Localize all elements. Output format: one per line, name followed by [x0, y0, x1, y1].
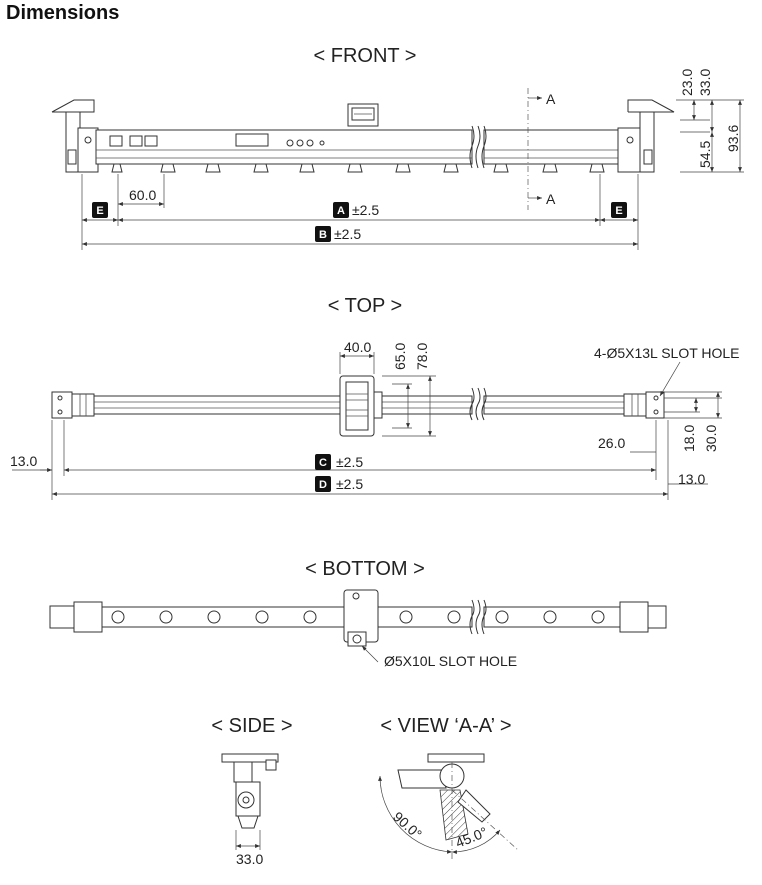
- svg-text:A: A: [337, 205, 345, 217]
- dim-33: 33.0: [697, 69, 713, 96]
- dim-54-5: 54.5: [697, 141, 713, 168]
- dim-40: 40.0: [344, 339, 371, 355]
- bottom-center-mount: [343, 589, 379, 647]
- front-view: < FRONT >: [51, 45, 744, 250]
- side-view-title: < SIDE >: [211, 715, 292, 737]
- dim-30: 30.0: [703, 425, 719, 452]
- tag-d: D: [315, 476, 331, 492]
- angle-90: 90.0°: [390, 808, 425, 842]
- svg-text:B: B: [319, 229, 327, 241]
- top-right-end: [623, 391, 665, 419]
- dim-13-left: 13.0: [10, 453, 37, 469]
- dim-65: 65.0: [392, 343, 408, 370]
- dim-18: 18.0: [681, 425, 697, 452]
- bottom-slot-note: Ø5X10L SLOT HOLE: [384, 653, 517, 669]
- front-bar-body: [95, 125, 619, 169]
- tag-c: C: [315, 454, 331, 470]
- front-horizontal-dims: 60.0 E E A ±2.5 B ±2.5: [81, 174, 639, 250]
- svg-text:D: D: [319, 479, 327, 491]
- front-center-mount: [347, 103, 379, 127]
- bottom-view: < BOTTOM > Ø5X10L SLOT H: [49, 558, 667, 669]
- dim-93-6: 93.6: [725, 125, 741, 152]
- top-view-title: < TOP >: [328, 295, 403, 317]
- section-view: < VIEW ‘A-A’ > 90.0° 45.0°: [378, 715, 519, 860]
- section-mark-bottom: A: [546, 191, 556, 207]
- top-left-end: [51, 391, 95, 419]
- front-vertical-dims: 23.0 33.0 54.5 93.6: [676, 69, 744, 173]
- top-right-dims: 18.0 30.0: [664, 391, 722, 452]
- bottom-emitters: [111, 610, 605, 624]
- tolerance-d: ±2.5: [336, 476, 363, 492]
- dim-13-right: 13.0: [678, 471, 705, 487]
- front-view-title: < FRONT >: [314, 45, 417, 67]
- top-center-dims: 40.0 65.0 78.0: [339, 339, 436, 437]
- front-right-bracket: [617, 99, 675, 173]
- side-width-dim: 33.0: [236, 851, 263, 867]
- page-title: Dimensions: [6, 2, 120, 24]
- tolerance-b: ±2.5: [334, 226, 361, 242]
- dim-26: 26.0: [598, 435, 625, 451]
- top-view: < TOP >: [10, 295, 740, 500]
- top-center-mount: [339, 375, 383, 437]
- section-view-title: < VIEW ‘A-A’ >: [380, 715, 511, 737]
- dim-23: 23.0: [679, 69, 695, 96]
- svg-text:C: C: [319, 457, 327, 469]
- svg-text:E: E: [96, 205, 103, 217]
- front-left-bracket: [51, 99, 99, 173]
- dim-78: 78.0: [414, 343, 430, 370]
- front-emitters: [111, 163, 605, 173]
- section-mark-top: A: [546, 91, 556, 107]
- tolerance-c: ±2.5: [336, 454, 363, 470]
- side-view: < SIDE > 33.0: [211, 715, 292, 867]
- tag-a: A: [333, 202, 349, 218]
- tolerance-a: ±2.5: [352, 202, 379, 218]
- top-horizontal-dims: 26.0 13.0 13.0 C ±2.5 D ±2.5: [10, 420, 708, 500]
- tag-b: B: [315, 226, 331, 242]
- top-slot-note: 4-Ø5X13L SLOT HOLE: [594, 345, 740, 361]
- bottom-view-title: < BOTTOM >: [305, 558, 425, 580]
- svg-text:E: E: [615, 205, 622, 217]
- tag-e-left: E: [92, 202, 108, 218]
- dim-pitch: 60.0: [129, 187, 156, 203]
- tag-e-right: E: [611, 202, 627, 218]
